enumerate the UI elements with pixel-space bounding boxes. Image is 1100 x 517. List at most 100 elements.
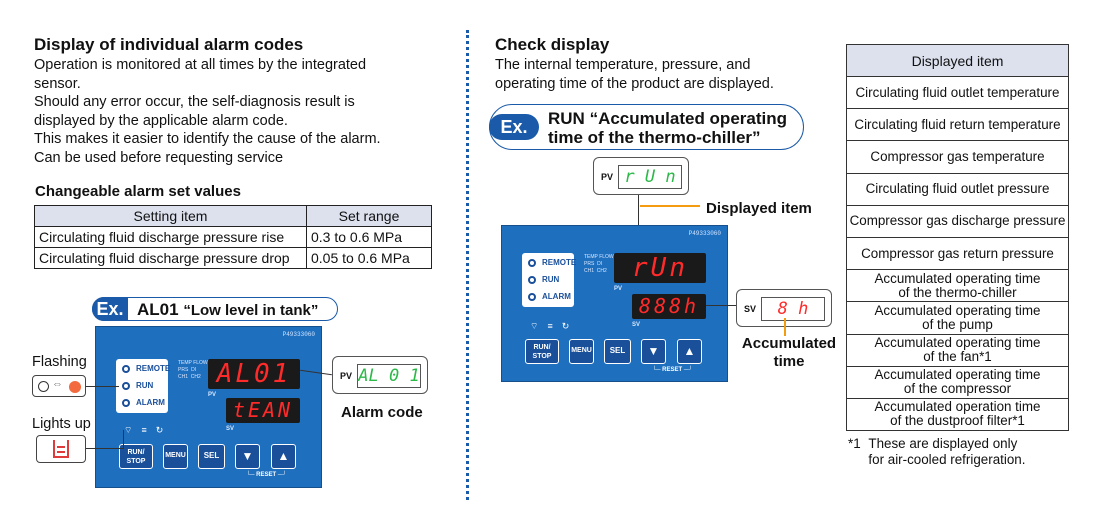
panel-id: P49333060 bbox=[688, 230, 721, 237]
lights-up-indicator bbox=[36, 435, 86, 463]
indicator-icons: ⌔ ≡ ↻ bbox=[530, 321, 569, 332]
alarm-codes-title: Display of individual alarm codes bbox=[34, 35, 304, 54]
panel-id: P49333060 bbox=[282, 331, 315, 338]
led-on-icon bbox=[69, 381, 81, 393]
led-alarm: ALARM bbox=[528, 292, 571, 301]
run-stop-button[interactable]: RUN/STOP bbox=[119, 444, 153, 469]
up-button[interactable]: ▲ bbox=[677, 339, 702, 364]
triangle-down-icon: ▼ bbox=[241, 449, 254, 463]
led-dot-icon bbox=[122, 364, 130, 373]
alarm-codes-description: Operation is monitored at all times by t… bbox=[34, 57, 381, 166]
example-caption: RUN “Accumulated operating time of the t… bbox=[548, 109, 787, 147]
check-display-title: Check display bbox=[495, 35, 610, 54]
sv-label: SV bbox=[226, 426, 235, 432]
status-led-box: REMOTE RUN ALARM bbox=[522, 253, 576, 307]
callout-pv-label: PV bbox=[601, 172, 614, 182]
pv-label: PV bbox=[614, 286, 623, 292]
triangle-up-icon: ▲ bbox=[277, 449, 290, 463]
menu-button[interactable]: MENU bbox=[569, 339, 594, 364]
callout-display: r U n bbox=[618, 165, 682, 189]
example-badge: Ex. bbox=[92, 297, 128, 321]
callout-display: 8 h bbox=[761, 297, 825, 321]
led-dot-icon bbox=[122, 381, 130, 390]
lights-up-label: Lights up bbox=[32, 416, 91, 432]
leader-line bbox=[86, 448, 124, 449]
tank-level-icon bbox=[53, 440, 69, 458]
led-alarm: ALARM bbox=[122, 398, 165, 407]
sv-label: SV bbox=[632, 322, 641, 328]
sel-button[interactable]: SEL bbox=[604, 339, 631, 364]
cycle-icon: ↻ bbox=[155, 425, 164, 435]
table-header-row: Setting item Set range bbox=[34, 205, 432, 227]
leader-line bbox=[86, 386, 119, 387]
table-row: Compressor gas return pressure bbox=[846, 237, 1069, 271]
alarm-code-callout: PV AL 0 1 bbox=[332, 356, 428, 394]
table-cell: Circulating fluid discharge pressure ris… bbox=[34, 226, 307, 248]
displayed-item-label: Displayed item bbox=[706, 200, 812, 217]
callout-display: AL 0 1 bbox=[357, 364, 421, 388]
pv-callout: PV r U n bbox=[593, 157, 689, 195]
table-row: Circulating fluid discharge pressure dro… bbox=[34, 247, 432, 269]
sel-button[interactable]: SEL bbox=[198, 444, 225, 469]
indicator-icons: ⌔ ≡ ↻ bbox=[124, 425, 163, 436]
table-cell: 0.3 to 0.6 MPa bbox=[306, 226, 432, 248]
led-dot-icon bbox=[528, 292, 536, 301]
arrows-icon: ⇔ bbox=[52, 378, 63, 390]
tank-icon: ⌔ bbox=[530, 321, 539, 331]
led-run: RUN bbox=[122, 381, 153, 390]
led-remote: REMOTE bbox=[122, 364, 170, 373]
down-button[interactable]: ▼ bbox=[235, 444, 260, 469]
flashing-indicator: ⇔ bbox=[32, 375, 86, 397]
displayed-items-table: Displayed item Circulating fluid outlet … bbox=[846, 44, 1069, 432]
example-pill-run: Ex. RUN “Accumulated operating time of t… bbox=[489, 104, 804, 150]
down-button[interactable]: ▼ bbox=[641, 339, 666, 364]
reset-label: └─ RESET ─┘ bbox=[652, 367, 693, 373]
heater-icon: ≡ bbox=[141, 425, 147, 435]
leader-line bbox=[123, 430, 124, 448]
table-row: Compressor gas temperature bbox=[846, 141, 1069, 174]
example-caption: AL01 “Low level in tank” bbox=[137, 300, 319, 319]
run-stop-button[interactable]: RUN/STOP bbox=[525, 339, 559, 364]
pv-label: PV bbox=[208, 392, 217, 398]
led-dot-icon bbox=[528, 258, 536, 267]
sv-display: tEAN bbox=[226, 398, 300, 423]
controller-panel-left: P49333060 REMOTE RUN ALARM TEMP FLOW PRS… bbox=[95, 326, 322, 488]
status-labels: TEMP FLOW PRS DI CH1 CH2 bbox=[584, 254, 614, 274]
alarm-code-label: Alarm code bbox=[341, 404, 423, 421]
table-row: Circulating fluid return temperature bbox=[846, 109, 1069, 142]
level-line-icon bbox=[57, 451, 65, 453]
table-row: Circulating fluid outlet pressure bbox=[846, 173, 1069, 206]
up-button[interactable]: ▲ bbox=[271, 444, 296, 469]
reset-label: └─ RESET ─┘ bbox=[246, 472, 287, 478]
alarm-set-values-table: Setting item Set range Circulating fluid… bbox=[34, 205, 432, 269]
status-labels: TEMP FLOW PRS DI CH1 CH2 bbox=[178, 360, 208, 380]
footnote-mark: *1 bbox=[848, 436, 861, 451]
menu-button[interactable]: MENU bbox=[163, 444, 188, 469]
heater-icon: ≡ bbox=[547, 321, 553, 331]
pv-display: rUn bbox=[614, 253, 706, 283]
tank-icon: ⌔ bbox=[124, 425, 133, 435]
example-badge: Ex. bbox=[489, 114, 539, 140]
footnote: *1 These are displayed only for air-cool… bbox=[848, 436, 1026, 467]
callout-sv-label: SV bbox=[744, 304, 757, 314]
table-row: Circulating fluid discharge pressure ris… bbox=[34, 226, 432, 248]
leader-line bbox=[638, 195, 639, 240]
table-header-cell: Set range bbox=[306, 205, 432, 227]
leader-line bbox=[706, 305, 736, 306]
status-led-box: REMOTE RUN ALARM bbox=[116, 359, 170, 413]
table-header: Displayed item bbox=[846, 44, 1069, 77]
cycle-icon: ↻ bbox=[561, 321, 570, 331]
column-divider bbox=[466, 30, 469, 500]
accumulated-time-label: Accumulated time bbox=[741, 335, 837, 370]
level-line-icon bbox=[57, 446, 65, 448]
table-cell: Circulating fluid discharge pressure dro… bbox=[34, 247, 307, 269]
controller-panel-middle: P49333060 REMOTE RUN ALARM TEMP FLOW PRS… bbox=[501, 225, 728, 382]
example-pill-alarm: Ex. AL01 “Low level in tank” bbox=[92, 297, 338, 321]
orange-leader-line bbox=[640, 205, 700, 207]
led-dot-icon bbox=[528, 275, 536, 284]
led-run: RUN bbox=[528, 275, 559, 284]
